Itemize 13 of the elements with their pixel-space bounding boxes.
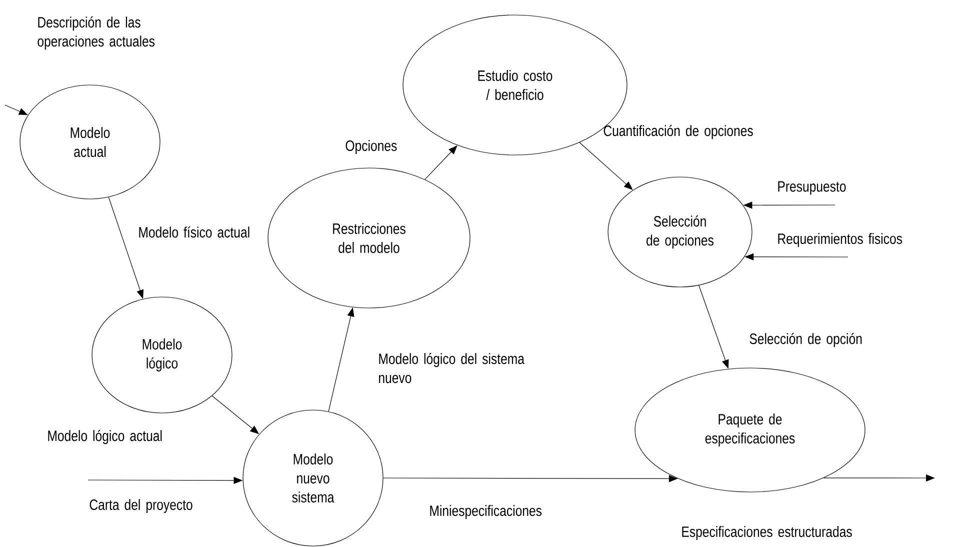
arrow [4, 104, 28, 115]
edge-label: Requerimientos fisicos [778, 233, 902, 247]
edge-label: Miniespecificaciones [430, 505, 542, 519]
edge-label: Carta del proyecto [90, 499, 192, 513]
edge-label: Presupuesto [778, 181, 846, 195]
edge-label: Modelo lógico actual [48, 430, 162, 444]
edge-label: Modelo lógico del sistema nuevo [379, 352, 524, 384]
edge-label: Opciones [346, 140, 397, 154]
edge-label: Especificaciones estructuradas [682, 526, 852, 540]
edge-label: Selección de opción [750, 332, 862, 348]
edge-label: Cuantificación de opciones [604, 124, 753, 140]
edge-label: Modelo físico actual [139, 226, 250, 238]
edge-label: Descripción de las operaciones actuales [38, 16, 155, 50]
